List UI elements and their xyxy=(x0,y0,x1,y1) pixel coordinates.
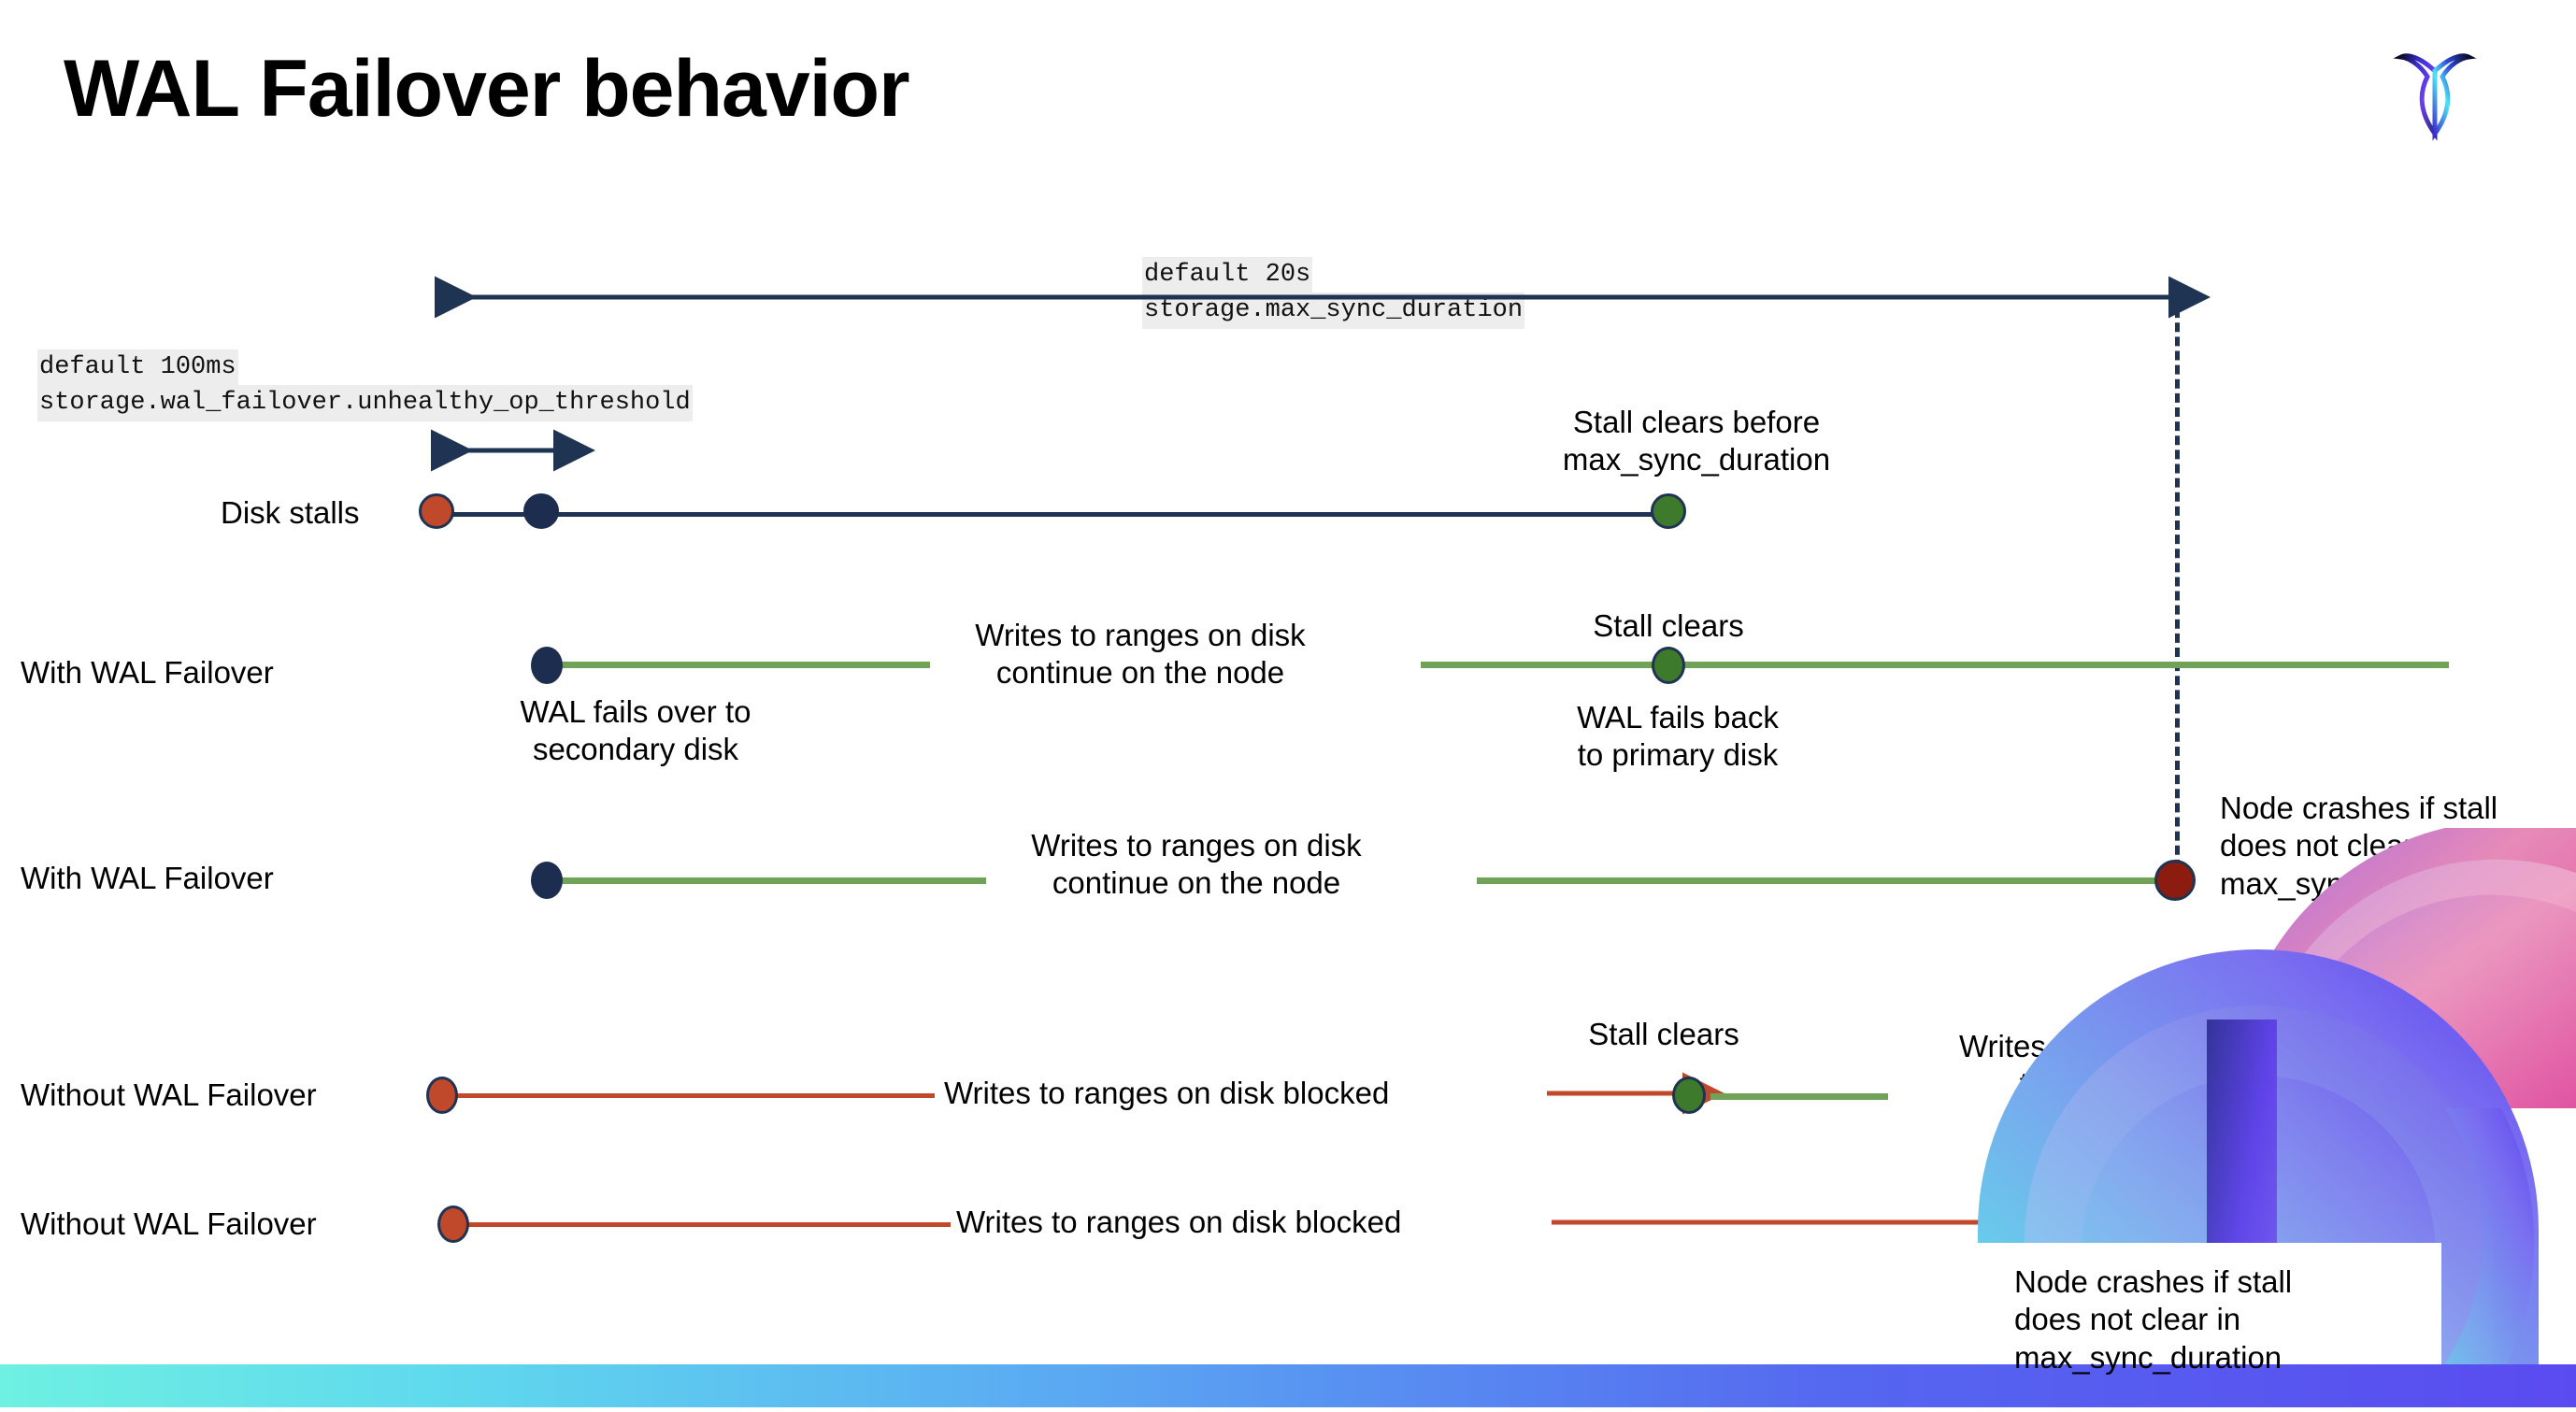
row4-stall-start-dot xyxy=(426,1077,458,1114)
row5-stall-start-dot xyxy=(437,1205,469,1243)
row2-green-segment-right xyxy=(1421,662,2449,668)
row2-green-segment-left xyxy=(547,662,930,668)
row-label-disk-stalls: Disk stalls xyxy=(221,495,360,530)
max-sync-duration-dashed-connector xyxy=(2175,294,2180,883)
annotation-writes-continue-row2: Writes to ranges on disk continue on the… xyxy=(975,618,1306,691)
row3-green-segment-left xyxy=(547,877,986,884)
annotation-writes-blocked-row5: Writes to ranges on disk blocked xyxy=(956,1205,1402,1239)
row5-node-crash-dot xyxy=(2161,1205,2195,1243)
unhealthy-op-threshold-annotation: default 100ms storage.wal_failover.unhea… xyxy=(37,349,693,421)
row1-stall-clear-dot xyxy=(1651,493,1686,529)
row3-failover-dot xyxy=(531,862,563,899)
page-title: WAL Failover behavior xyxy=(64,44,910,134)
cockroachdb-logo-icon xyxy=(2388,36,2482,152)
row3-green-segment-right xyxy=(1477,877,2173,884)
bottom-gradient-band xyxy=(0,1364,2576,1407)
row4-red-segment xyxy=(449,1093,935,1098)
row2-failover-dot xyxy=(531,647,563,684)
annotation-stall-clears-row4: Stall clears xyxy=(1588,1017,1739,1051)
annotation-stall-clears-row2: Stall clears xyxy=(1593,608,1744,643)
row1-failover-dot xyxy=(523,493,559,529)
annotation-stall-clears-before: Stall clears before max_sync_duration xyxy=(1562,405,1831,478)
row-label-without-wal-failover-2: Without WAL Failover xyxy=(21,1206,317,1241)
unhealthy-op-threshold-setting: storage.wal_failover.unhealthy_op_thresh… xyxy=(37,385,693,421)
annotation-wal-fails-over: WAL fails over to secondary disk xyxy=(520,694,751,767)
row4-green-segment xyxy=(1710,1093,1888,1100)
row4-green-segment-resume xyxy=(2290,1093,2454,1100)
annotation-writes-continue-row3: Writes to ranges on disk continue on the… xyxy=(1031,828,1362,901)
row1-stall-start-dot xyxy=(419,493,454,529)
annotation-node-crashes-row5: Node crashes if stall does not clear in … xyxy=(2014,1264,2293,1375)
row-label-with-wal-failover-2: With WAL Failover xyxy=(21,861,274,895)
row-label-without-wal-failover-1: Without WAL Failover xyxy=(21,1077,317,1112)
max-sync-duration-setting: storage.max_sync_duration xyxy=(1142,292,1525,329)
annotation-writes-blocked-row4: Writes to ranges on disk blocked xyxy=(944,1076,1390,1110)
max-sync-duration-annotation: default 20s storage.max_sync_duration xyxy=(1142,257,1525,329)
row2-stall-clear-dot xyxy=(1652,647,1685,684)
row-label-with-wal-failover-1: With WAL Failover xyxy=(21,655,274,690)
annotation-writes-resume-row4: Writes resume on the node xyxy=(1959,1029,2200,1102)
unhealthy-op-threshold-default: default 100ms xyxy=(37,349,238,386)
annotation-wal-fails-back: WAL fails back to primary disk xyxy=(1577,700,1779,773)
annotation-node-crashes-row3: Node crashes if stall does not clear in … xyxy=(2220,791,2498,901)
max-sync-duration-default: default 20s xyxy=(1142,257,1313,293)
row1-timeline-navy xyxy=(437,512,1671,517)
row4-stall-clear-dot xyxy=(1672,1077,1706,1114)
row5-red-segment xyxy=(460,1222,951,1227)
row3-node-crash-dot xyxy=(2154,860,2196,901)
